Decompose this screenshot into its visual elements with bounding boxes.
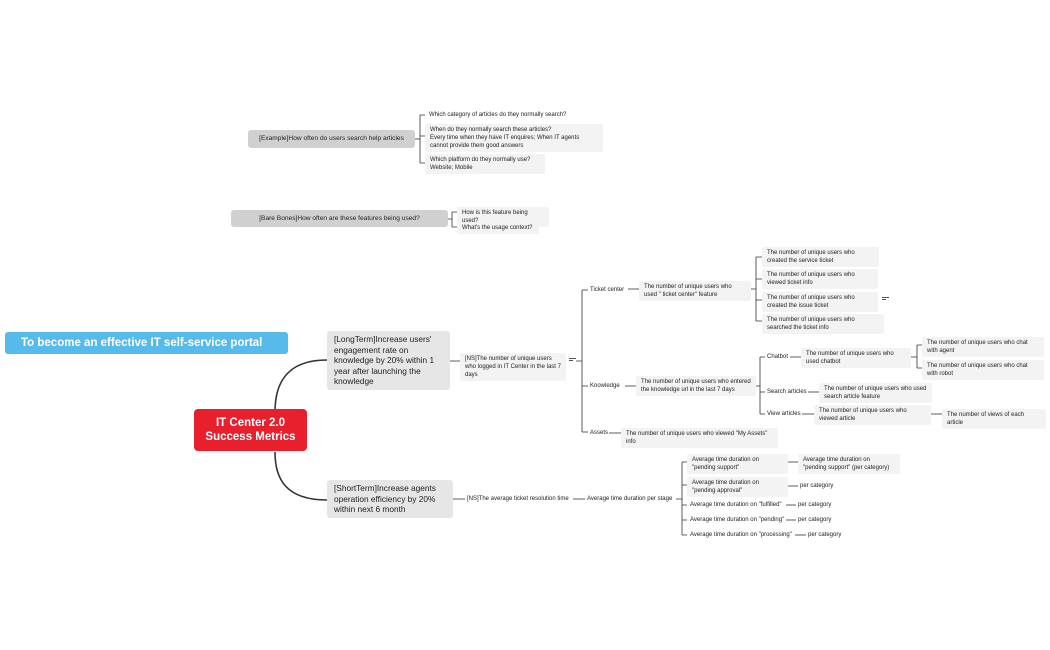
ticket-center-item-2[interactable]: The number of unique users who viewed ti… [762,269,878,289]
chatbot-item-agent[interactable]: The number of unique users who chat with… [922,337,1044,357]
ticket-center-item-1[interactable]: The number of unique users who created t… [762,247,879,267]
ticket-center-metric[interactable]: The number of unique users who used " ti… [639,281,751,301]
knowledge-node[interactable]: Knowledge [590,383,620,389]
view-articles-node[interactable]: View articles [767,411,801,417]
assets-metric[interactable]: The number of unique users who viewed "M… [621,428,778,448]
example-answer-3[interactable]: Which platform do they normally use? Web… [425,154,545,174]
per-stage-node[interactable]: Average time duration per stage [587,496,673,502]
stage-processing[interactable]: Average time duration on "processing" [690,532,792,538]
chatbot-node[interactable]: Chatbot [767,354,789,360]
stage-pending-sub[interactable]: per category [798,517,832,523]
long-term-goal-node[interactable]: [LongTerm]Increase users' engagement rat… [327,331,450,390]
view-articles-metric[interactable]: The number of unique users who viewed ar… [814,405,931,425]
example-answer-2[interactable]: When do they normally search these artic… [425,124,603,152]
stage-fulfilled-sub[interactable]: per category [798,502,832,508]
goal-banner[interactable]: To become an effective IT self-service p… [5,332,288,354]
view-articles-count[interactable]: The number of views of each article [942,409,1046,429]
stage-pending-approval-sub[interactable]: per category [800,483,834,489]
stage-pending-approval[interactable]: Average time duration on "pending approv… [687,477,788,497]
search-articles-metric[interactable]: The number of unique users who used sear… [819,383,932,403]
note-icon[interactable] [882,297,889,302]
long-term-ns-metric[interactable]: [NS]The number of unique users who logge… [460,353,566,381]
root-title-line2: Success Metrics [205,431,296,443]
assets-node[interactable]: Assets [590,430,609,436]
knowledge-metric[interactable]: The number of unique users who entered t… [636,376,756,396]
root-title-line1: IT Center 2.0 [215,417,286,429]
ticket-center-item-3[interactable]: The number of unique users who created t… [762,292,878,312]
chatbot-metric[interactable]: The number of unique users who used chat… [801,348,911,368]
stage-pending-support-sub[interactable]: Average time duration on "pending suppor… [798,454,900,474]
example-question-node[interactable]: [Example]How often do users search help … [248,130,415,148]
short-term-ns-metric[interactable]: [NS]The average ticket resolution time [467,496,569,502]
note-icon[interactable] [569,358,576,363]
ticket-center-item-4[interactable]: The number of unique users who searched … [762,314,884,334]
bare-bones-question-node[interactable]: [Bare Bones]How often are these features… [231,210,448,227]
chatbot-item-robot[interactable]: The number of unique users who chat with… [922,360,1044,380]
stage-fulfilled[interactable]: Average time duration on "fulfilled" [690,502,782,508]
bare-bones-answer-2[interactable]: What's the usage context? [457,222,539,234]
stage-pending-support[interactable]: Average time duration on "pending suppor… [687,454,788,474]
short-term-goal-node[interactable]: [ShortTerm]Increase agents operation eff… [327,480,453,518]
example-answer-1[interactable]: Which category of articles do they norma… [429,112,567,118]
ticket-center-node[interactable]: Ticket center [590,287,625,293]
stage-pending[interactable]: Average time duration on "pending" [690,517,785,523]
search-articles-node[interactable]: Search articles [767,389,807,395]
root-node[interactable]: IT Center 2.0 Success Metrics [194,409,307,451]
stage-processing-sub[interactable]: per category [808,532,842,538]
